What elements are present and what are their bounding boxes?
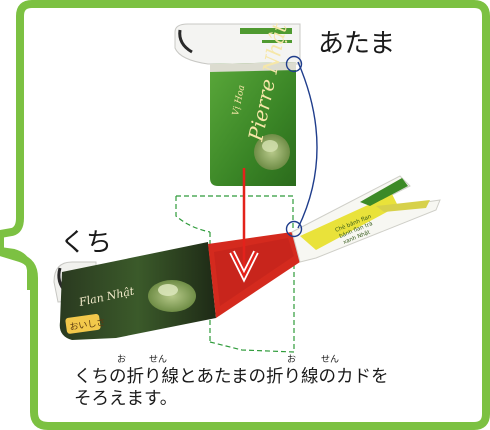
- alignment-curve: [297, 61, 318, 229]
- kuchi-fold-corner-marker: [285, 220, 303, 238]
- ruby-sen-1: せん: [149, 355, 168, 365]
- instruction-line-2: そろえます。: [74, 389, 178, 409]
- down-arrow-icon: [229, 168, 259, 283]
- atama-package: Pierre Nhật Vị Hoa: [174, 20, 301, 186]
- atama-label: あたま: [318, 29, 396, 59]
- ruby-o-2: お: [287, 355, 297, 365]
- kuchi-badge-text: おいしさ: [69, 317, 106, 333]
- frame-left-tab: [0, 247, 33, 290]
- ruby-sen-2: せん: [321, 355, 340, 365]
- atama-fold-corner-marker: [285, 55, 303, 73]
- instruction-caption: くちの折り線とあたまの折り線のカドを そろえます。: [74, 366, 388, 410]
- instruction-line-1: くちの折り線とあたまの折り線のカドを: [74, 367, 389, 387]
- kuchi-label: くち: [60, 228, 113, 258]
- kuchi-package: Flan Nhật おいしさ Chè bánh flan bánh flan t…: [53, 175, 441, 340]
- atama-matcha-image: [254, 134, 290, 170]
- ruby-o-1: お: [117, 355, 127, 365]
